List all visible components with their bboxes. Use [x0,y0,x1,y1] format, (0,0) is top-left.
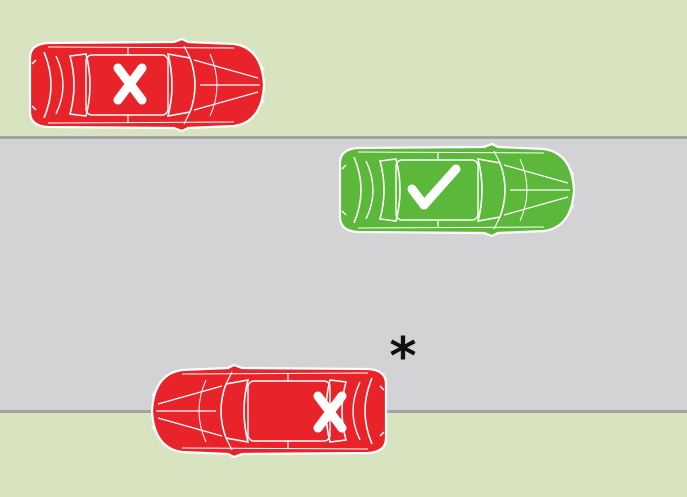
green-car-icon [334,143,578,237]
car-correct-on-road [334,143,578,237]
road-edge-top [0,136,687,139]
car-incorrect-on-verge [24,38,268,132]
red-car-icon [148,364,392,458]
asterisk-marker: * [385,333,421,381]
red-car-icon [24,38,268,132]
car-incorrect-on-verge-facing-left [148,364,392,458]
